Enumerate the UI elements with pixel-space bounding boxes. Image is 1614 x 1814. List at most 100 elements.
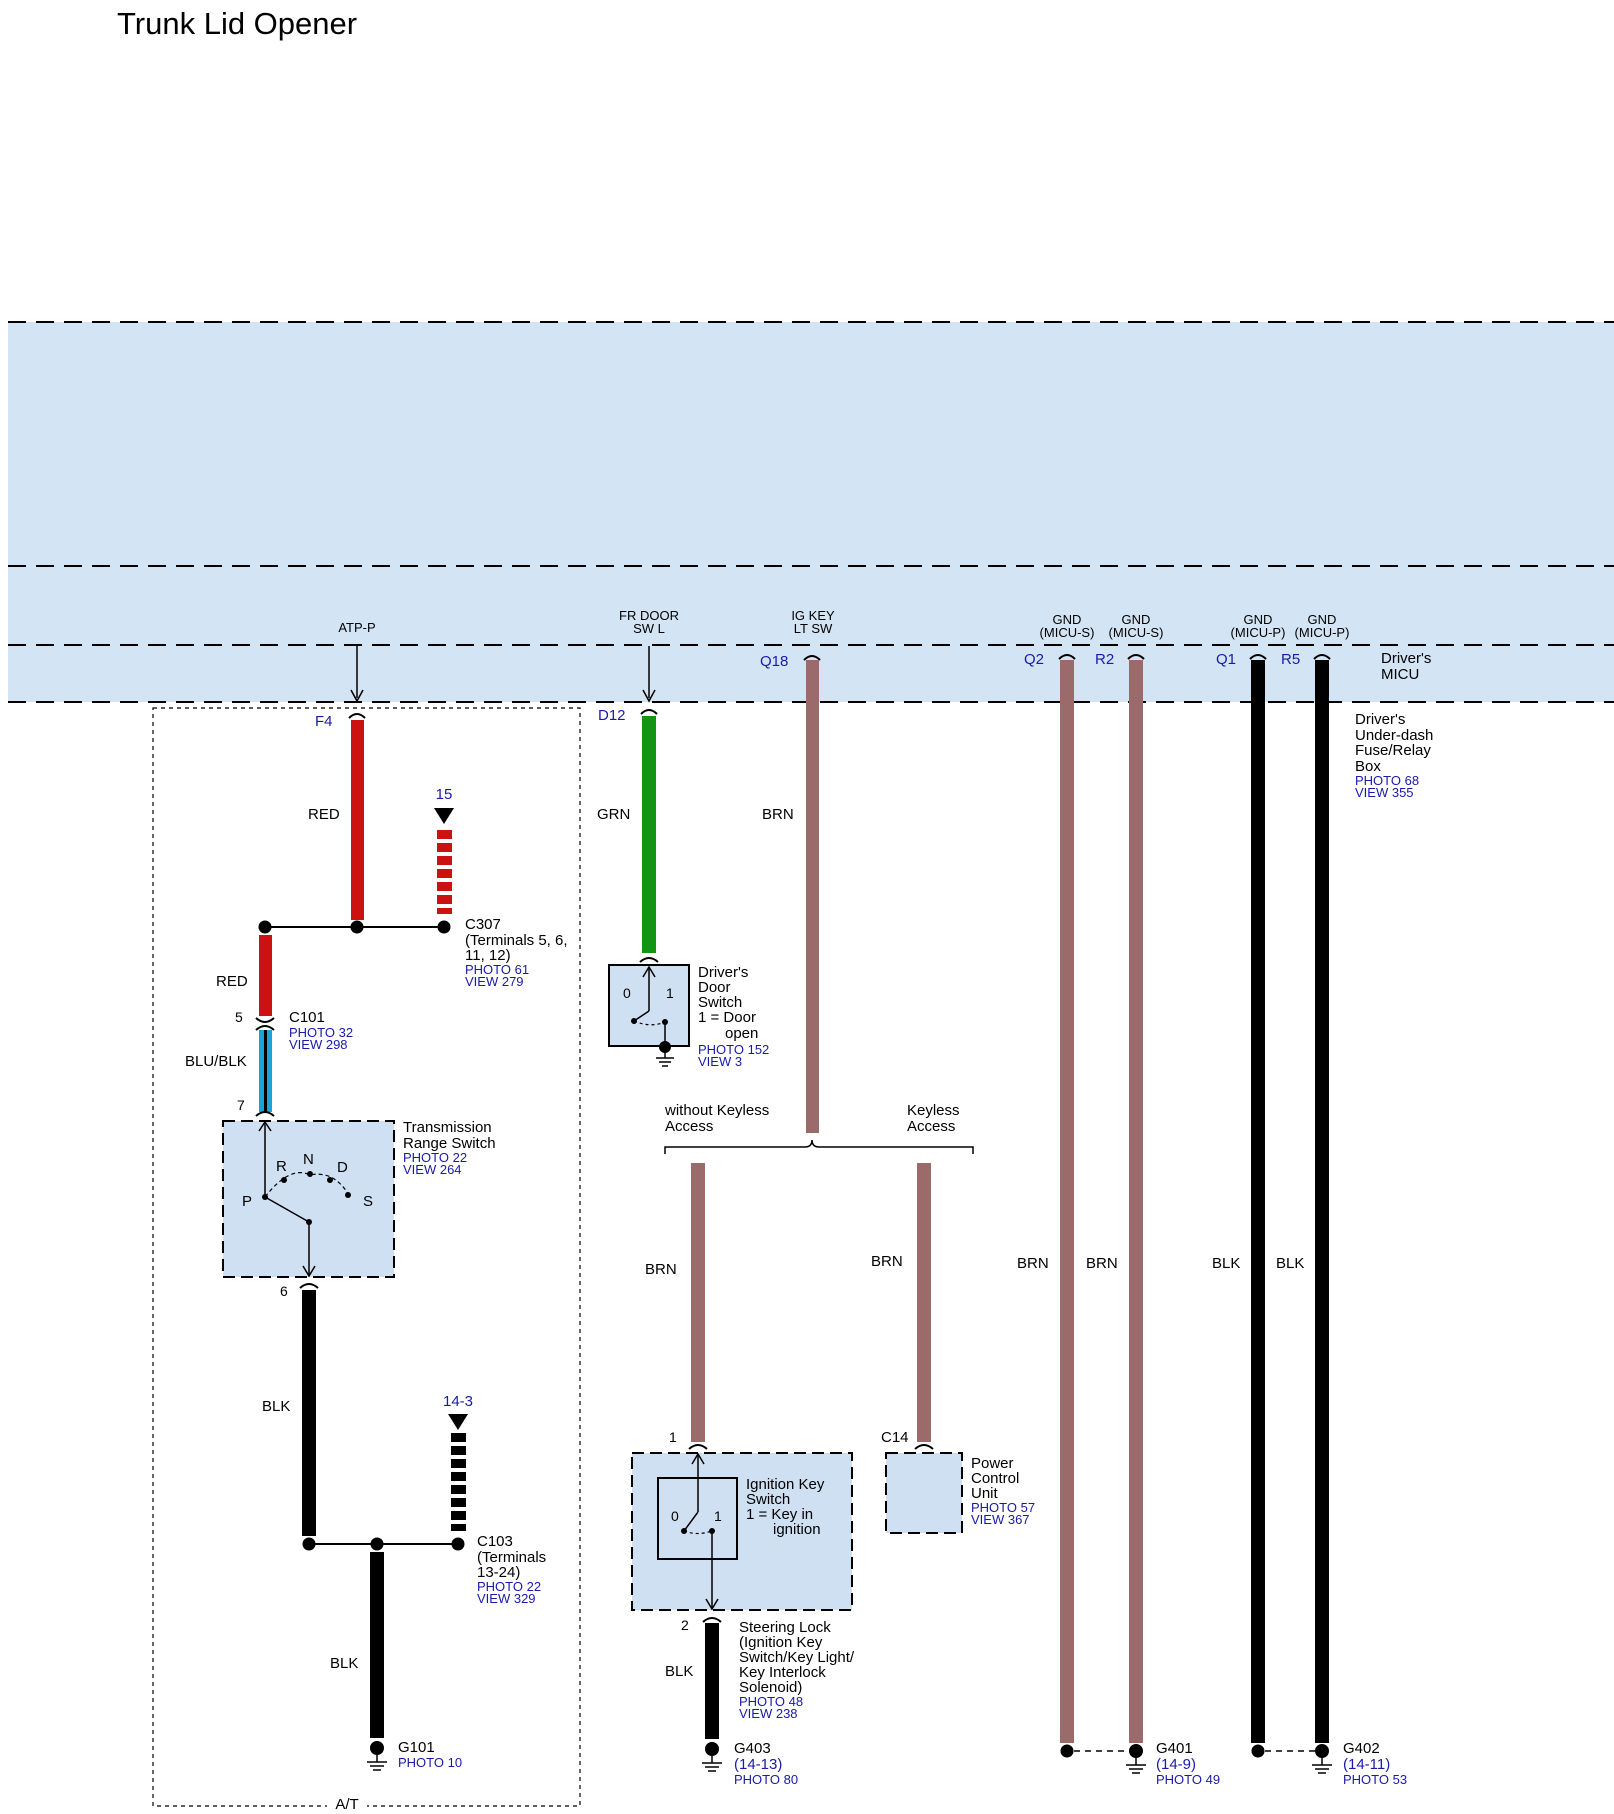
signal-fr-door-1: FR DOOR — [619, 608, 679, 623]
splice-dot-right — [437, 920, 451, 934]
ref-14-3-dashed-wire — [451, 1433, 466, 1531]
ignition-out-arrowhead — [705, 1598, 719, 1611]
door-switch-label-5: open — [725, 1025, 758, 1042]
signal-atp-p: ATP-P — [338, 620, 375, 635]
signal-ig-key-1: IG KEY — [791, 608, 835, 623]
wire-blk-g101 — [370, 1552, 384, 1738]
ignition-hook-2 — [702, 1617, 722, 1623]
door-switch-view: VIEW 3 — [698, 1054, 742, 1069]
ignition-blade — [683, 1511, 699, 1532]
signal-gnd-p2-1: GND — [1308, 612, 1337, 627]
ref-15-triangle — [434, 808, 454, 824]
wire-brn-q2 — [1060, 660, 1074, 1743]
ignition-switch-label-3: 1 = Key in — [746, 1506, 813, 1523]
door-switch-contact-0 — [631, 1018, 637, 1024]
trs-pos-d: D — [337, 1159, 348, 1176]
wire-red-f4 — [351, 720, 364, 920]
fuse-box-photo: PHOTO 68 — [1355, 773, 1419, 788]
pcu-hook — [914, 1444, 934, 1450]
wire-blu-blk-stripe — [264, 1030, 267, 1112]
pin-d12: D12 — [598, 707, 626, 724]
hook-d12 — [640, 709, 658, 715]
signal-ig-key-2: LT SW — [794, 621, 833, 636]
pcu-view: VIEW 367 — [971, 1512, 1030, 1527]
c307-photo: PHOTO 61 — [465, 962, 529, 977]
branch-with-1: Keyless — [907, 1102, 960, 1119]
wire-label-grn: GRN — [597, 806, 630, 823]
g403-ref: (14-13) — [734, 1756, 782, 1773]
g402-photo: PHOTO 53 — [1343, 1772, 1407, 1787]
micu-name-line2: MICU — [1381, 666, 1419, 683]
g403-label: G403 — [734, 1740, 771, 1757]
micu-band — [8, 322, 1614, 702]
g101-photo: PHOTO 10 — [398, 1755, 462, 1770]
hook-f4 — [348, 713, 366, 719]
ignition-state-1: 1 — [714, 1508, 722, 1524]
wire-label-brn-3: BRN — [871, 1253, 903, 1270]
wire-label-blk-2: BLK — [330, 1655, 358, 1672]
pcu-label-2: Control — [971, 1470, 1019, 1487]
c101-hook-top — [255, 1017, 275, 1023]
wire-grn — [642, 716, 656, 953]
hook-q2 — [1058, 654, 1076, 660]
g403-photo: PHOTO 80 — [734, 1772, 798, 1787]
g401-label: G401 — [1156, 1740, 1193, 1757]
splice-dot-c103-right — [451, 1537, 465, 1551]
ignition-pin-2: 2 — [681, 1617, 689, 1633]
signal-gnd-s2-1: GND — [1122, 612, 1151, 627]
pin-f4: F4 — [315, 713, 333, 730]
wire-blk-r5 — [1315, 660, 1329, 1743]
pcu-label-3: Unit — [971, 1485, 999, 1502]
trs-pin-7: 7 — [237, 1097, 245, 1113]
trs-label-2: Range Switch — [403, 1135, 496, 1152]
steering-lock-label-3: Switch/Key Light/ — [739, 1649, 855, 1666]
trs-contact-r — [281, 1177, 287, 1183]
signal-gnd-p1-2: (MICU-P) — [1231, 625, 1286, 640]
at-label: A/T — [335, 1796, 358, 1813]
signal-gnd-s1-2: (MICU-S) — [1040, 625, 1095, 640]
pin-q1: Q1 — [1216, 651, 1236, 668]
c103-view: VIEW 329 — [477, 1591, 536, 1606]
signal-gnd-p1-1: GND — [1244, 612, 1273, 627]
c101-label: C101 — [289, 1009, 325, 1026]
ground-g101-icon — [367, 1741, 387, 1771]
door-switch-label-4: 1 = Door — [698, 1009, 756, 1026]
fuse-box-view: VIEW 355 — [1355, 785, 1414, 800]
trs-switch-blade — [264, 1196, 310, 1223]
pin-q18: Q18 — [760, 653, 788, 670]
trs-hook-7 — [255, 1111, 275, 1117]
wire-label-blk-3: BLK — [665, 1663, 693, 1680]
splice-dot-left — [258, 920, 272, 934]
steering-lock-label-5: Solenoid) — [739, 1679, 802, 1696]
steering-lock-photo: PHOTO 48 — [739, 1694, 803, 1709]
door-switch-ground-icon — [656, 1041, 674, 1067]
wire-red-c101 — [259, 935, 272, 1016]
wire-brn-ignition — [691, 1163, 705, 1442]
c101-hook-bottom — [255, 1025, 275, 1031]
wire-brn-r2 — [1129, 660, 1143, 1743]
c307-label-1: C307 — [465, 916, 501, 933]
wire-label-brn-q2: BRN — [1017, 1255, 1049, 1272]
fr-door-arrowhead — [642, 689, 656, 703]
pin-q2: Q2 — [1024, 651, 1044, 668]
ground-g402-icon — [1312, 1744, 1332, 1774]
signal-gnd-s2-2: (MICU-S) — [1109, 625, 1164, 640]
trs-hook-6 — [299, 1283, 319, 1289]
ground-g401-icon — [1126, 1744, 1146, 1774]
door-switch-hook — [639, 957, 659, 963]
trs-pos-r: R — [276, 1158, 287, 1175]
trs-pin-6: 6 — [280, 1283, 288, 1299]
door-switch-blade — [633, 1010, 650, 1022]
c101-pin-5: 5 — [235, 1009, 243, 1025]
branch-without-1: without Keyless — [664, 1102, 769, 1119]
wire-blk-trs — [302, 1290, 316, 1536]
wire-label-blk-r5: BLK — [1276, 1255, 1304, 1272]
at-label-bg — [327, 1796, 367, 1810]
trs-photo: PHOTO 22 — [403, 1150, 467, 1165]
g401-dot-left — [1060, 1744, 1074, 1758]
c103-label-2: (Terminals — [477, 1549, 546, 1566]
trs-contact-arc — [264, 1172, 351, 1198]
wire-brn-pcu — [917, 1163, 931, 1442]
trs-output-arrowhead — [302, 1265, 316, 1278]
wire-brn-q18 — [806, 660, 819, 1133]
